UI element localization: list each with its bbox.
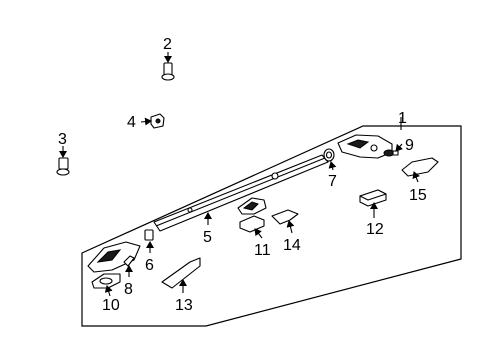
part-10-plate bbox=[91, 273, 121, 289]
part-1-bracket-left bbox=[87, 241, 141, 273]
callout-4: 4 bbox=[127, 114, 136, 131]
part-4-clip bbox=[150, 113, 165, 129]
part-8-pin bbox=[123, 255, 135, 267]
part-12-block bbox=[359, 189, 387, 207]
part-3-screw bbox=[56, 157, 70, 176]
callout-12: 12 bbox=[366, 221, 384, 238]
part-7-grommet bbox=[323, 148, 335, 162]
callout-2: 2 bbox=[163, 36, 172, 53]
assembly-frame bbox=[81, 125, 462, 327]
callout-8: 8 bbox=[124, 281, 133, 298]
callout-3: 3 bbox=[58, 131, 67, 148]
leader-lines bbox=[59, 52, 420, 297]
part-2-screw bbox=[161, 62, 175, 81]
rail-clamp bbox=[237, 197, 267, 215]
callout-1: 1 bbox=[398, 110, 407, 127]
part-11-bracket bbox=[239, 215, 265, 233]
part-1-bracket-right bbox=[337, 134, 393, 159]
part-13-trim bbox=[161, 257, 201, 289]
callout-13: 13 bbox=[175, 297, 193, 314]
part-15-cover bbox=[401, 157, 439, 177]
callout-6: 6 bbox=[145, 257, 154, 274]
callout-7: 7 bbox=[328, 173, 337, 190]
callout-15: 15 bbox=[409, 187, 427, 204]
part-6-clip bbox=[144, 229, 154, 241]
callout-5: 5 bbox=[203, 229, 212, 246]
callout-10: 10 bbox=[102, 297, 120, 314]
part-5-rail bbox=[153, 154, 329, 232]
callout-14: 14 bbox=[283, 237, 301, 254]
callout-9: 9 bbox=[405, 137, 414, 154]
part-14-bracket bbox=[271, 209, 299, 225]
callout-11: 11 bbox=[254, 242, 271, 259]
